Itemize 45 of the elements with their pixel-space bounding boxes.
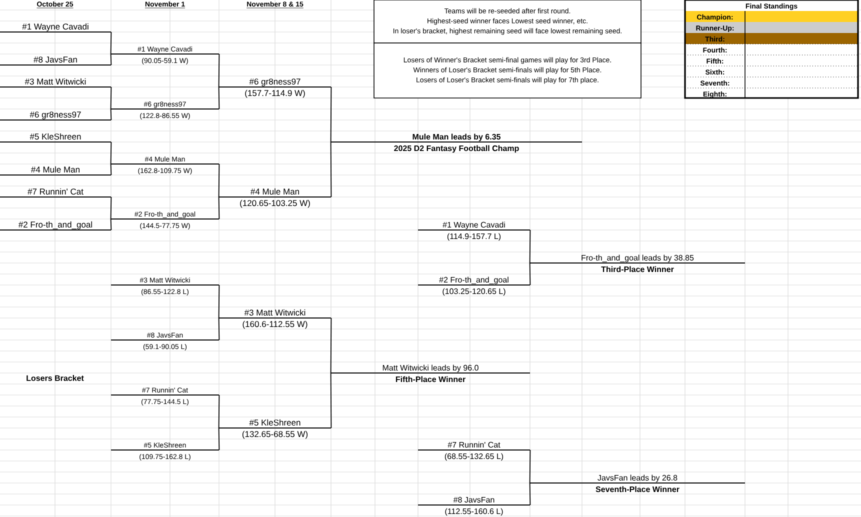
bracket-slot: #5 KleShreen (132.65-68.55 W) — [218, 419, 332, 439]
bracket-slot: #6 gr8ness97 (157.7-114.9 W) — [218, 78, 332, 98]
bracket-line — [330, 372, 332, 428]
bracket-slot: #2 Fro-th_and_goal (103.25-120.65 L) — [418, 276, 530, 296]
bracket-line — [110, 108, 112, 120]
bracket-slot: #8 JavsFan (112.55-160.6 L) — [418, 496, 530, 516]
bracket-slot: #1 Wayne Cavadi (114.9-157.7 L) — [418, 222, 530, 241]
bracket-line — [110, 142, 112, 164]
bracket-slot: #8 JavsFan — [0, 56, 112, 66]
bracket-line — [529, 450, 531, 484]
bracket-slot: #7 Runnin' Cat (68.55-132.65 L) — [418, 442, 530, 461]
bracket-slot: Matt Witwicki leads by 96.0 Fifth-Place Winner — [330, 364, 530, 382]
bracket-line — [529, 482, 531, 506]
bracket-slot: Mule Man leads by 6.35 2025 D2 Fantasy Football Champ — [330, 134, 582, 153]
bracket-line — [110, 86, 112, 110]
bracket-line — [529, 230, 531, 264]
bracket-slot: JavsFan leads by 26.8 Seventh-Place Winner — [530, 474, 746, 492]
bracket-line — [110, 32, 112, 54]
bracket-line — [110, 54, 112, 66]
bracket-slot: #2 Fro-th_and_goal — [0, 221, 112, 230]
bracket-line — [529, 262, 531, 286]
bracket-line — [330, 142, 332, 198]
bracket-line — [110, 196, 112, 220]
bracket-slot: Fro-th_and_goal leads by 38.85 Third-Place Winner — [530, 254, 746, 272]
bracket-line — [218, 164, 220, 198]
bracket-line — [110, 164, 112, 176]
bracket-line — [218, 86, 220, 110]
bracket-slot: #5 KleShreen — [0, 133, 112, 142]
bracket-line — [218, 196, 220, 220]
bracket-line — [218, 284, 220, 318]
bracket-slot: #3 Matt Witwicki (160.6-112.55 W) — [218, 309, 332, 329]
bracket-slot: #1 Wayne Cavadi — [0, 23, 112, 32]
bracket-line — [218, 318, 220, 340]
bracket-slot: #4 Mule Man (120.65-103.25 W) — [218, 188, 332, 208]
bracket-line — [218, 428, 220, 450]
section-heading: Losers Bracket — [26, 375, 84, 381]
bracket-line — [218, 54, 220, 88]
bracket-slot: #3 Matt Witwicki — [0, 78, 112, 88]
bracket-slot: #6 gr8ness97 — [0, 112, 112, 120]
bracket-slot: #4 Mule Man — [0, 166, 112, 176]
bracket-line — [330, 318, 332, 374]
bracket-line — [218, 394, 220, 428]
bracket-line — [330, 86, 332, 142]
bracket-line — [110, 218, 112, 230]
bracket-slot: #7 Runnin' Cat — [0, 188, 112, 198]
